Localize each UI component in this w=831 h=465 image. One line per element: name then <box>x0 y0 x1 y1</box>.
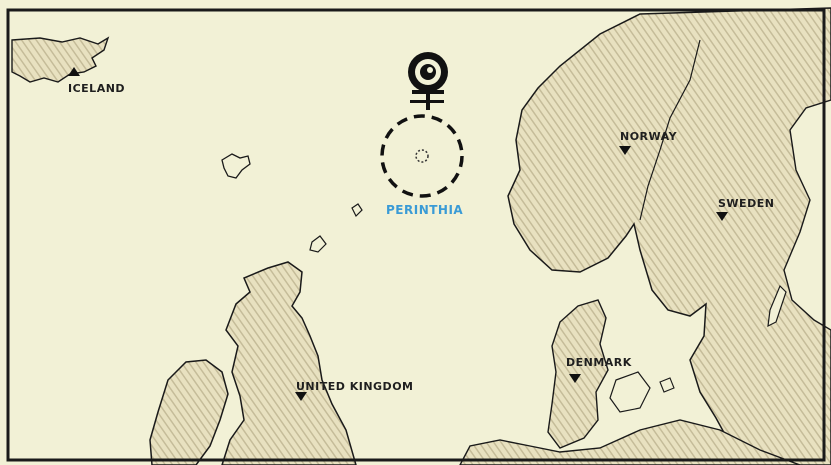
coast-finland <box>783 99 831 331</box>
map-border <box>6 8 826 462</box>
uk-marker-icon[interactable] <box>295 392 307 401</box>
label-iceland: ICELAND <box>68 82 125 95</box>
border-norway-sweden <box>639 39 701 221</box>
sweden-marker-icon[interactable] <box>716 212 728 221</box>
island-bornholm <box>659 377 675 393</box>
landmass-scandinavia <box>507 7 831 465</box>
island-zealand <box>609 371 651 413</box>
label-sweden: SWEDEN <box>718 197 774 210</box>
island-shetland <box>351 203 363 218</box>
island-orkney <box>309 235 327 253</box>
label-denmark: DENMARK <box>566 356 632 369</box>
norway-marker-icon[interactable] <box>619 146 631 155</box>
landmass-ireland <box>149 359 229 465</box>
landmass-continent <box>459 419 801 465</box>
label-united-kingdom: UNITED KINGDOM <box>296 380 414 393</box>
label-perinthia[interactable]: PERINTHIA <box>386 203 463 217</box>
iceland-marker-icon[interactable] <box>68 67 80 76</box>
island-gotland <box>767 284 787 328</box>
perinthia-spiral-icon <box>408 52 448 110</box>
perinthia-marker[interactable] <box>380 52 464 198</box>
perinthia-dashed-circle <box>380 114 464 198</box>
landmass-great-britain <box>221 261 357 465</box>
island-faroe <box>221 153 251 179</box>
perinthia-center-dot <box>415 149 429 163</box>
label-norway: NORWAY <box>620 130 678 143</box>
denmark-marker-icon[interactable] <box>569 374 581 383</box>
landmass-iceland <box>11 36 110 83</box>
